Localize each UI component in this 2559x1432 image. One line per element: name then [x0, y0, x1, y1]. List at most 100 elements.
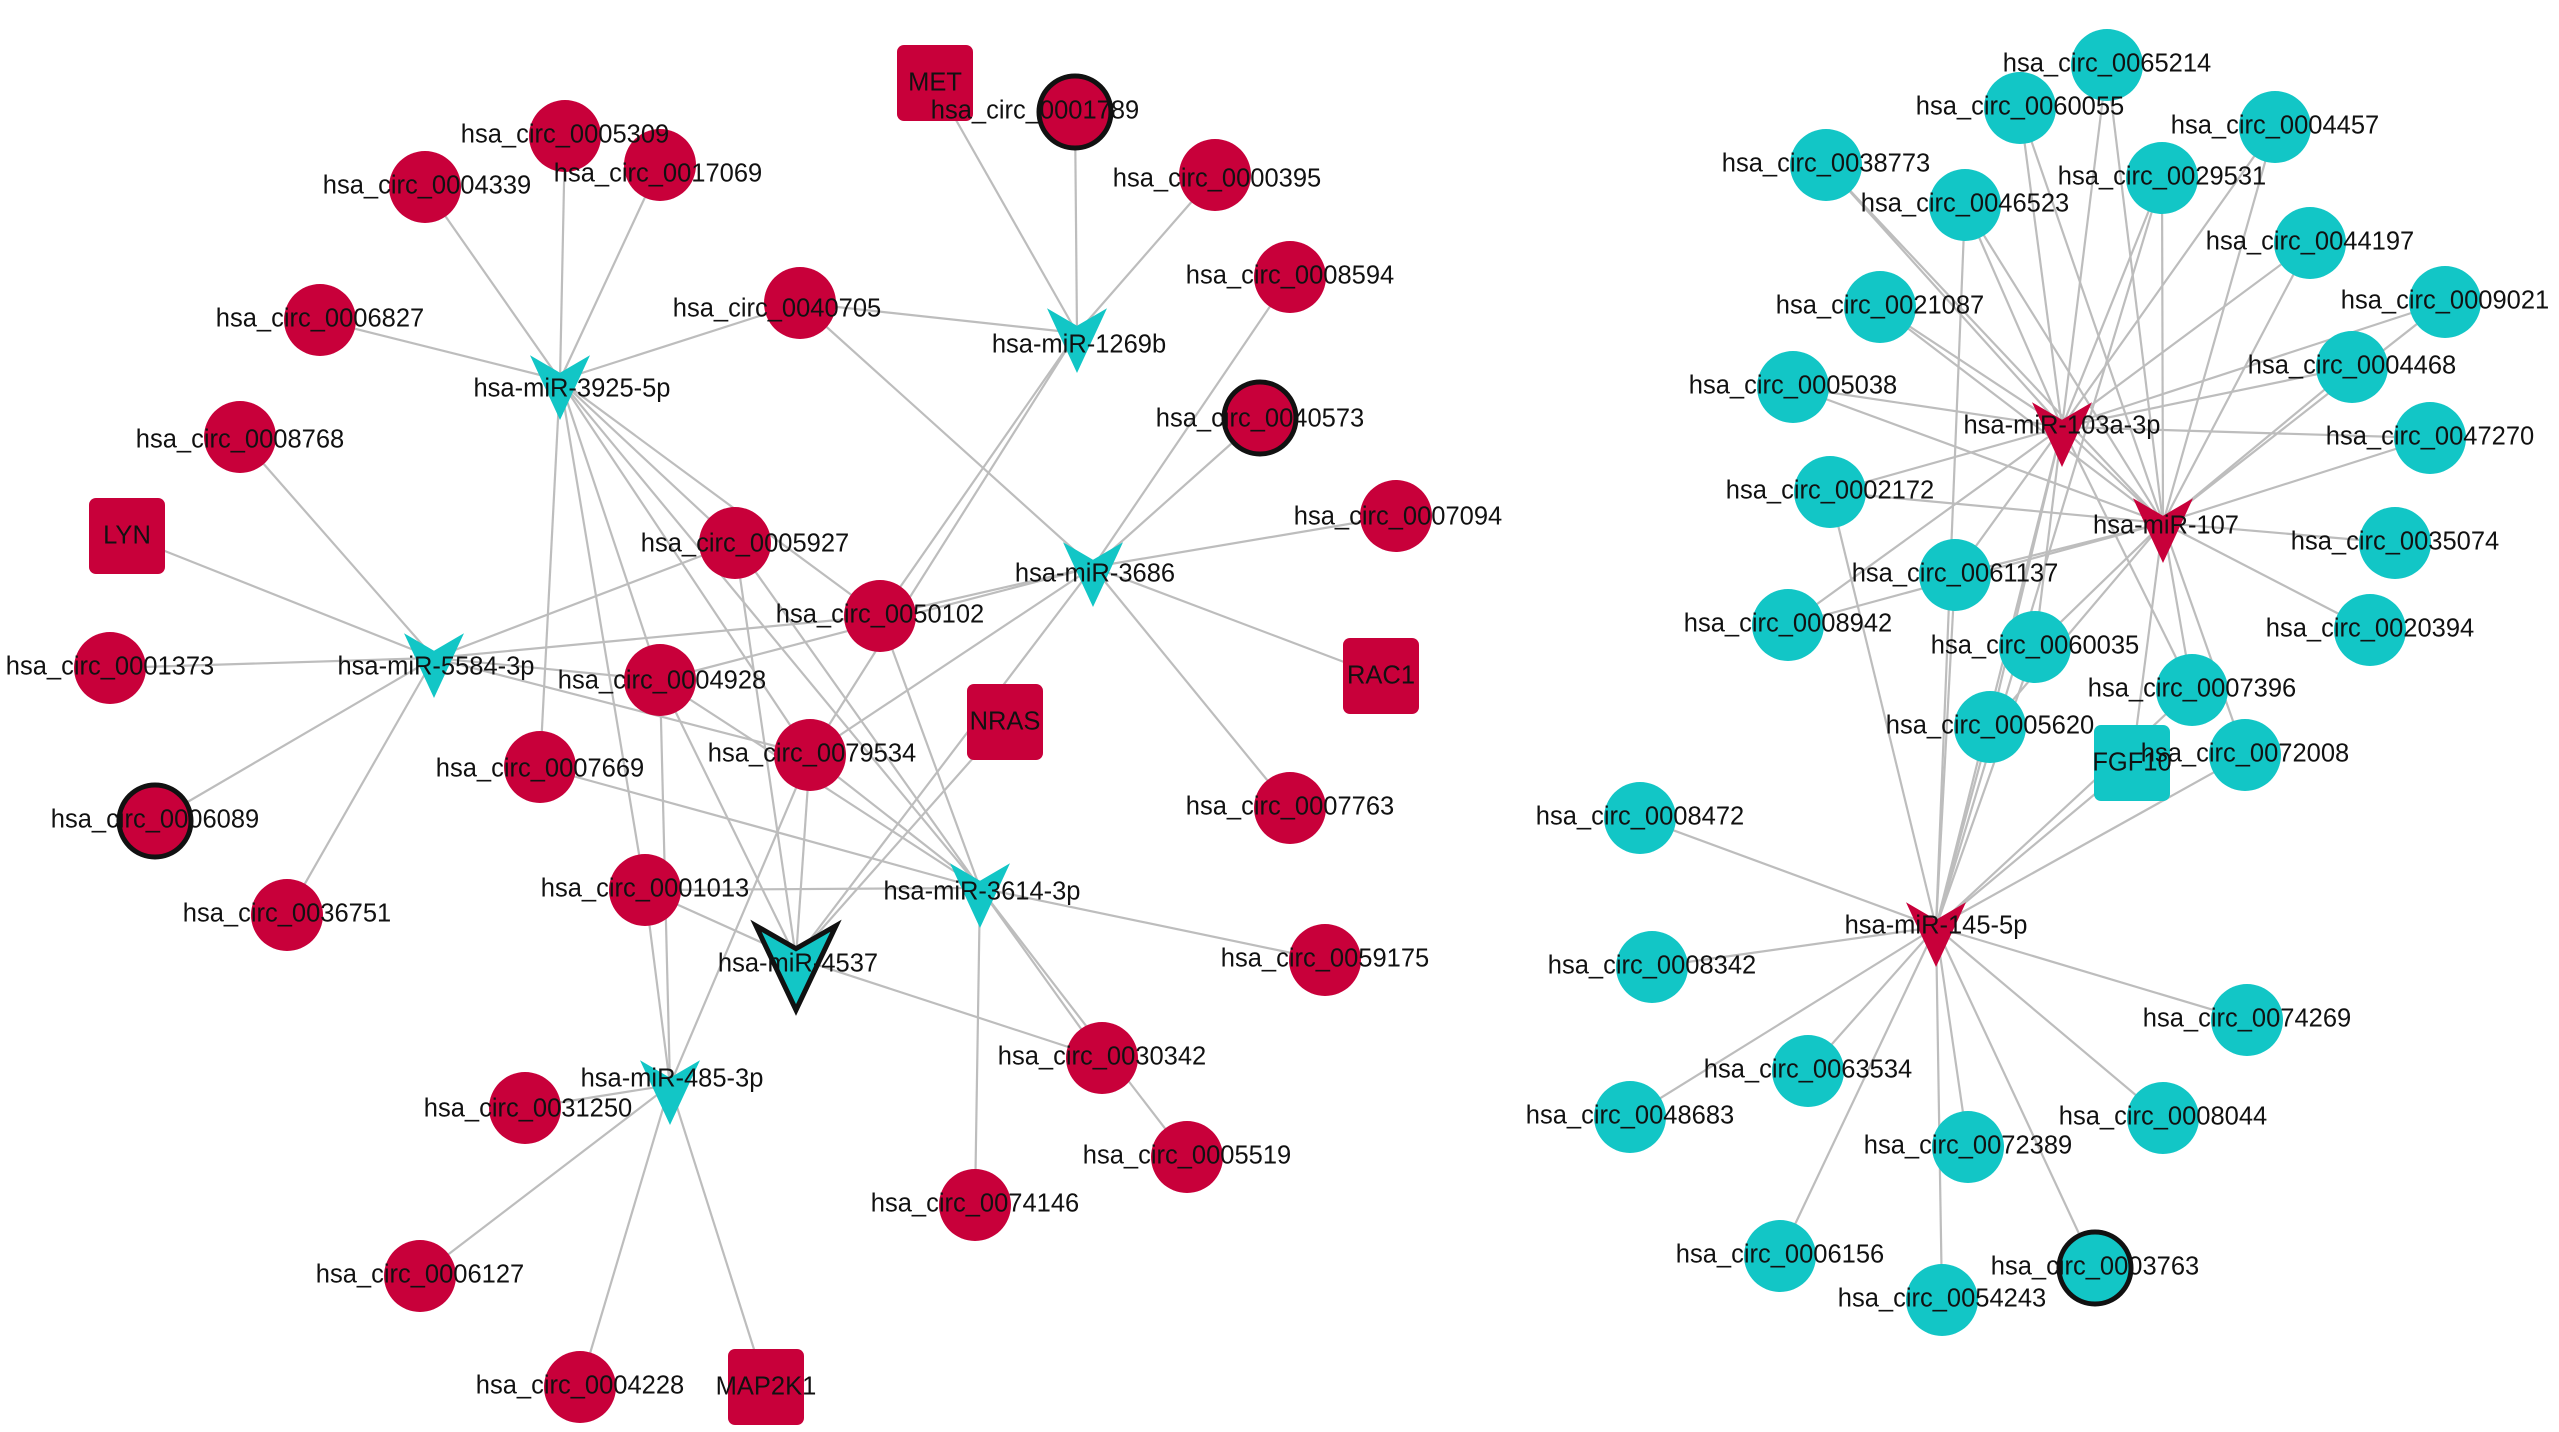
- circrna-node[interactable]: [1844, 271, 1916, 343]
- gene-node[interactable]: [1343, 638, 1419, 714]
- circrna-node[interactable]: [1254, 772, 1326, 844]
- circrna-node[interactable]: [1221, 379, 1299, 457]
- circrna-label: hsa_circ_0000395: [1113, 165, 1321, 193]
- circrna-node[interactable]: [1066, 1022, 1138, 1094]
- circrna-node[interactable]: [624, 129, 696, 201]
- circrna-node[interactable]: [2239, 91, 2311, 163]
- circrna-node[interactable]: [1932, 1111, 2004, 1183]
- circrna-node[interactable]: [1929, 169, 2001, 241]
- circrna-node[interactable]: [2071, 29, 2143, 101]
- circrna-node[interactable]: [2056, 1229, 2134, 1307]
- circrna-node[interactable]: [2156, 654, 2228, 726]
- circrna-node[interactable]: [2409, 266, 2481, 338]
- circrna-node[interactable]: [1036, 73, 1114, 151]
- circrna-label: hsa_circ_0004339: [323, 172, 531, 200]
- circrna-node[interactable]: [2316, 331, 2388, 403]
- circrna-node[interactable]: [1254, 241, 1326, 313]
- mirna-node[interactable]: [1047, 308, 1107, 373]
- circrna-node[interactable]: [774, 719, 846, 791]
- circrna-node[interactable]: [1289, 924, 1361, 996]
- circrna-node[interactable]: [1984, 72, 2056, 144]
- mirna-node[interactable]: [950, 863, 1010, 928]
- interaction-edge: [126, 534, 435, 660]
- circrna-node[interactable]: [1772, 1035, 1844, 1107]
- mirna-node[interactable]: [750, 919, 842, 1016]
- circrna-label: hsa_circ_0005038: [1689, 372, 1897, 400]
- interaction-edge: [1092, 565, 1382, 678]
- circrna-node[interactable]: [1179, 139, 1251, 211]
- circrna-node[interactable]: [1744, 1220, 1816, 1292]
- interaction-edge: [879, 332, 1078, 617]
- circrna-node[interactable]: [1790, 129, 1862, 201]
- circrna-node[interactable]: [1616, 931, 1688, 1003]
- mirna-node[interactable]: [1906, 902, 1966, 967]
- circrna-node[interactable]: [1906, 1264, 1978, 1336]
- gene-node[interactable]: [897, 45, 973, 121]
- circrna-node[interactable]: [624, 644, 696, 716]
- circrna-node[interactable]: [1151, 1121, 1223, 1193]
- circrna-node[interactable]: [74, 632, 146, 704]
- circrna-label: hsa_circ_0020394: [2266, 615, 2474, 643]
- circrna-node[interactable]: [844, 580, 916, 652]
- mirna-node[interactable]: [2133, 498, 2193, 563]
- circrna-node[interactable]: [1360, 480, 1432, 552]
- circrna-node[interactable]: [2334, 594, 2406, 666]
- gene-node[interactable]: [967, 684, 1043, 760]
- circrna-label: hsa_circ_0006827: [216, 305, 424, 333]
- mirna-node[interactable]: [1063, 542, 1123, 607]
- circrna-label: hsa_circ_0004928: [558, 667, 766, 695]
- mirna-node[interactable]: [404, 633, 464, 698]
- circrna-node[interactable]: [1757, 351, 1829, 423]
- mirna-label: hsa-miR-107: [2093, 512, 2239, 540]
- gene-node[interactable]: [2094, 725, 2170, 801]
- circrna-label: hsa_circ_0005620: [1886, 712, 2094, 740]
- interaction-edge: [2061, 300, 2446, 429]
- circrna-node[interactable]: [1999, 611, 2071, 683]
- interaction-edge: [1935, 925, 2248, 1022]
- circrna-node[interactable]: [1954, 691, 2026, 763]
- circrna-node[interactable]: [204, 401, 276, 473]
- mirna-node[interactable]: [2032, 402, 2092, 467]
- interaction-edge: [734, 542, 981, 889]
- circrna-node[interactable]: [1794, 456, 1866, 528]
- circrna-node[interactable]: [389, 151, 461, 223]
- circrna-node[interactable]: [504, 731, 576, 803]
- gene-node[interactable]: [728, 1349, 804, 1425]
- circrna-node[interactable]: [2211, 984, 2283, 1056]
- circrna-node[interactable]: [2394, 402, 2466, 474]
- circrna-node[interactable]: [939, 1169, 1011, 1241]
- circrna-node[interactable]: [116, 782, 194, 860]
- circrna-label: hsa_circ_0007094: [1294, 503, 1502, 531]
- circrna-label: hsa_circ_0005519: [1083, 1142, 1291, 1170]
- circrna-node[interactable]: [764, 267, 836, 339]
- circrna-node[interactable]: [699, 507, 771, 579]
- circrna-label: hsa_circ_0031250: [424, 1095, 632, 1123]
- circrna-node[interactable]: [489, 1072, 561, 1144]
- circrna-node[interactable]: [284, 284, 356, 356]
- circrna-node[interactable]: [1604, 782, 1676, 854]
- circrna-node[interactable]: [1594, 1081, 1666, 1153]
- circrna-node[interactable]: [2359, 507, 2431, 579]
- gene-node[interactable]: [89, 498, 165, 574]
- interaction-edge: [2018, 107, 2165, 524]
- circrna-label: hsa_circ_0048683: [1526, 1102, 1734, 1130]
- interaction-edge: [1963, 204, 2064, 428]
- circrna-node[interactable]: [1752, 589, 1824, 661]
- mirna-node[interactable]: [530, 355, 590, 420]
- circrna-node[interactable]: [2126, 142, 2198, 214]
- circrna-node[interactable]: [609, 854, 681, 926]
- interaction-edge: [1779, 926, 1937, 1257]
- circrna-node[interactable]: [2209, 719, 2281, 791]
- circrna-node[interactable]: [529, 100, 601, 172]
- circrna-node[interactable]: [2127, 1082, 2199, 1154]
- interaction-edge: [1934, 177, 2164, 928]
- interaction-edge: [1092, 566, 1291, 809]
- interaction-edge: [433, 614, 881, 660]
- mirna-node[interactable]: [640, 1060, 700, 1125]
- circrna-node[interactable]: [384, 1240, 456, 1312]
- circrna-node[interactable]: [2274, 207, 2346, 279]
- circrna-label: hsa_circ_0004457: [2171, 112, 2379, 140]
- circrna-node[interactable]: [1919, 539, 1991, 611]
- circrna-node[interactable]: [251, 879, 323, 951]
- circrna-node[interactable]: [544, 1351, 616, 1423]
